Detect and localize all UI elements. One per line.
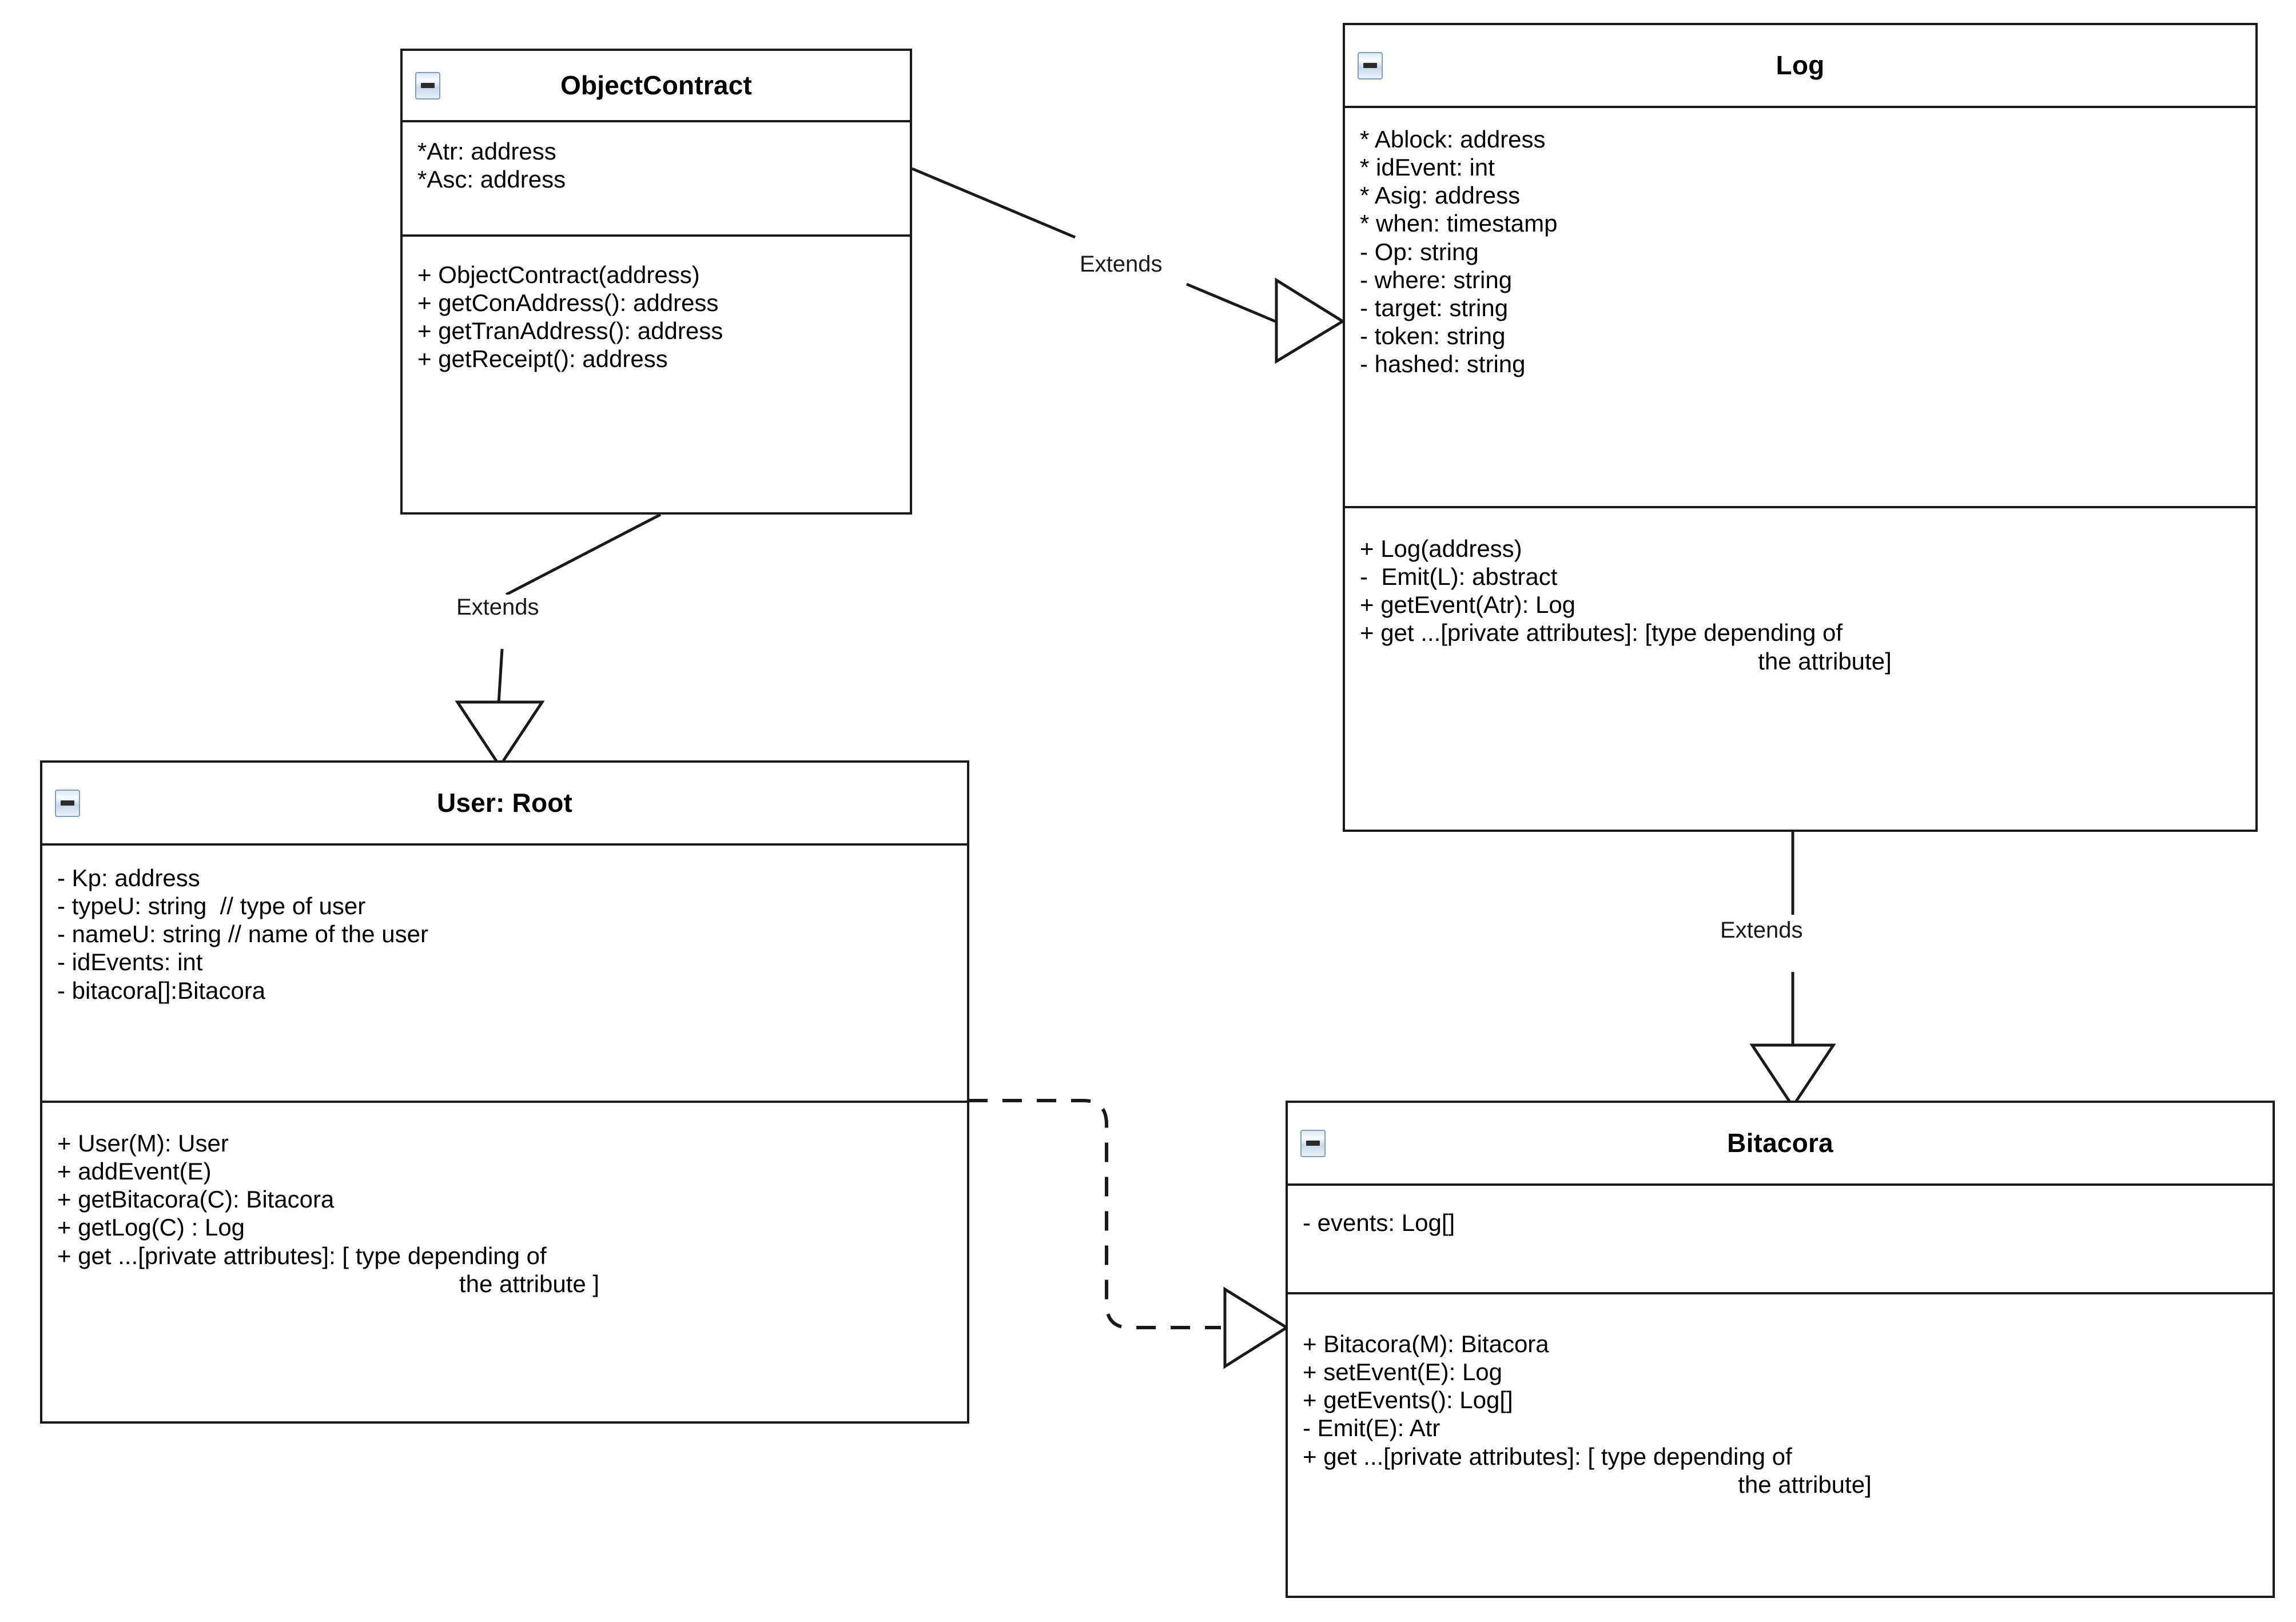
attribute-row: *Asc: address	[417, 166, 566, 193]
method-row: + getEvents(): Log[]	[1303, 1386, 1513, 1414]
attributes-compartment-bitacora: - events: Log[]	[1288, 1186, 2273, 1294]
collapse-minus-icon[interactable]	[1358, 51, 1383, 79]
connector-label-extends-objectcontract-userroot: Extends	[452, 595, 544, 620]
collapse-minus-icon[interactable]	[415, 71, 440, 99]
attribute-row: * Asig: address	[1360, 182, 1521, 209]
methods-compartment-bitacora: + Bitacora(M): Bitacora + setEvent(E): L…	[1288, 1294, 2273, 1513]
method-row: - Emit(L): abstract	[1360, 563, 1558, 591]
minus-bar	[1363, 63, 1377, 68]
connector-extends-log-bitacora	[1749, 832, 1836, 1109]
attribute-row: - Op: string	[1360, 238, 1479, 265]
method-row: + getReceipt(): address	[417, 345, 668, 373]
attribute-row: - Kp: address	[57, 864, 200, 891]
method-row: + ObjectContract(address)	[417, 261, 700, 288]
attribute-row: - where: string	[1360, 266, 1513, 293]
method-row: + User(M): User	[57, 1130, 229, 1157]
methods-compartment-object-contract: + ObjectContract(address) + getConAddres…	[403, 237, 910, 388]
method-row: + getEvent(Atr): Log	[1360, 591, 1576, 619]
methods-compartment-user-root: + User(M): User + addEvent(E) + getBitac…	[42, 1103, 967, 1313]
connector-label-extends-objectcontract-log: Extends	[1075, 252, 1167, 277]
attribute-row: - token: string	[1360, 322, 1506, 349]
method-row: + getLog(C) : Log	[57, 1214, 245, 1241]
method-row: + Log(address)	[1360, 535, 1522, 562]
connector-label-extends-log-bitacora: Extends	[1716, 918, 1808, 943]
class-box-user-root[interactable]: User: Root - Kp: address - typeU: string…	[40, 760, 969, 1424]
class-header-bitacora: Bitacora	[1288, 1103, 2273, 1186]
attribute-row: * Ablock: address	[1360, 126, 1546, 153]
method-row-wrapped: + get ...[private attributes]: [ type de…	[57, 1242, 967, 1298]
collapse-minus-icon[interactable]	[55, 789, 80, 817]
class-box-object-contract[interactable]: ObjectContract *Atr: address *Asc: addre…	[400, 49, 912, 515]
attribute-row: - target: string	[1360, 294, 1509, 321]
connector-extends-objectcontract-userroot	[455, 513, 662, 769]
method-row-wrapped: + get ...[private attributes]: [ type de…	[1303, 1442, 2273, 1499]
attribute-row: *Atr: address	[417, 138, 556, 165]
class-box-bitacora[interactable]: Bitacora - events: Log[] + Bitacora(M): …	[1286, 1101, 2275, 1598]
method-wrapped-line1: + get ...[private attributes]: [type dep…	[1360, 619, 1843, 647]
attribute-row: * when: timestamp	[1360, 210, 1558, 237]
attribute-row: - nameU: string // name of the user	[57, 920, 428, 948]
attribute-row: - hashed: string	[1360, 350, 1526, 377]
method-wrapped-line1: + get ...[private attributes]: [ type de…	[1303, 1442, 1792, 1470]
attribute-row: * idEvent: int	[1360, 154, 1495, 181]
method-row: + getBitacora(C): Bitacora	[57, 1186, 335, 1213]
class-header-object-contract: ObjectContract	[403, 51, 910, 122]
method-row-wrapped: + get ...[private attributes]: [type dep…	[1360, 619, 2255, 675]
attributes-compartment-user-root: - Kp: address - typeU: string // type of…	[42, 846, 967, 1103]
attributes-compartment-object-contract: *Atr: address *Asc: address	[403, 122, 910, 237]
class-title-bitacora: Bitacora	[1727, 1128, 1833, 1158]
methods-compartment-log: + Log(address) - Emit(L): abstract + get…	[1345, 508, 2255, 690]
method-wrapped-line2: the attribute ]	[459, 1270, 600, 1297]
method-row: + addEvent(E)	[57, 1158, 212, 1185]
method-row: + setEvent(E): Log	[1303, 1358, 1503, 1386]
class-title-log: Log	[1776, 50, 1825, 81]
method-row: - Emit(E): Atr	[1303, 1414, 1441, 1442]
method-wrapped-line2: the attribute]	[1738, 1470, 1872, 1498]
connector-realization-userroot-bitacora	[968, 1099, 1290, 1369]
class-title-object-contract: ObjectContract	[560, 70, 753, 101]
attribute-row: - bitacora[]:Bitacora	[57, 977, 266, 1004]
minus-bar	[61, 800, 74, 806]
class-header-user-root: User: Root	[42, 763, 967, 846]
attribute-row: - typeU: string // type of user	[57, 892, 366, 920]
collapse-minus-icon[interactable]	[1300, 1129, 1326, 1157]
method-row: + getTranAddress(): address	[417, 317, 723, 345]
attribute-row: - events: Log[]	[1303, 1209, 1455, 1236]
method-wrapped-line2: the attribute]	[1758, 647, 1892, 675]
minus-bar	[421, 83, 435, 88]
class-box-log[interactable]: Log * Ablock: address * idEvent: int * A…	[1343, 23, 2258, 832]
class-header-log: Log	[1345, 25, 2255, 108]
method-row: + Bitacora(M): Bitacora	[1303, 1330, 1549, 1357]
attributes-compartment-log: * Ablock: address * idEvent: int * Asig:…	[1345, 108, 2255, 508]
attribute-row: - idEvents: int	[57, 949, 203, 976]
class-title-user-root: User: Root	[436, 788, 573, 818]
method-wrapped-line1: + get ...[private attributes]: [ type de…	[57, 1242, 547, 1269]
method-row: + getConAddress(): address	[417, 289, 719, 317]
minus-bar	[1306, 1141, 1320, 1146]
